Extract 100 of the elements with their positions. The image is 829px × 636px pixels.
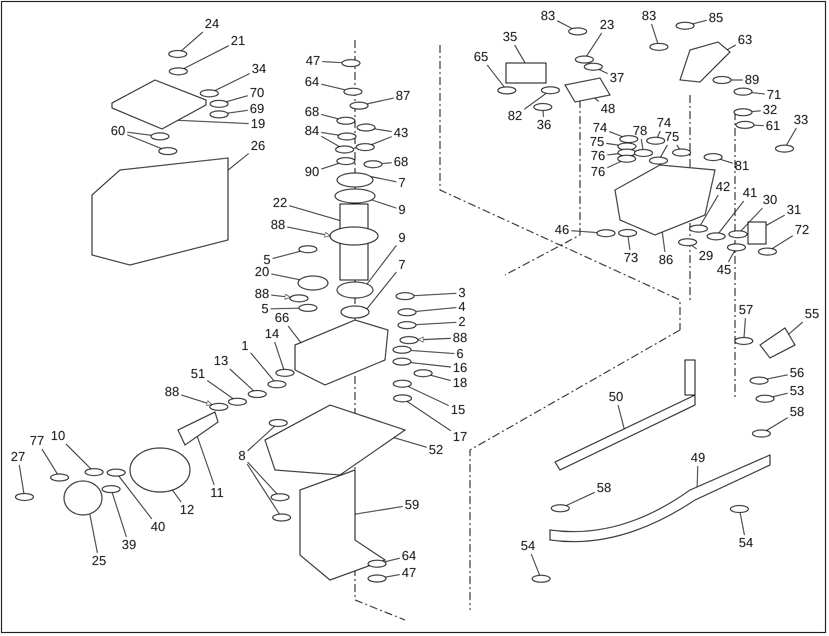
callout-number: 4 bbox=[458, 300, 466, 314]
callout-number: 43 bbox=[394, 126, 408, 140]
leader-line bbox=[247, 426, 276, 452]
leader-line bbox=[530, 554, 540, 576]
callout-number: 53 bbox=[790, 384, 804, 398]
callout-number: 12 bbox=[180, 503, 194, 517]
callout-number: 6 bbox=[456, 347, 464, 361]
leader-line bbox=[288, 326, 302, 344]
callout-number: 13 bbox=[214, 354, 228, 368]
callout-number: 8 bbox=[238, 449, 246, 463]
leader-line bbox=[640, 138, 644, 150]
leader-line bbox=[514, 44, 526, 64]
machine-part bbox=[532, 574, 551, 583]
leader-line bbox=[430, 374, 452, 381]
leader-line bbox=[180, 32, 204, 52]
leader-line bbox=[766, 417, 788, 432]
callout-number: 52 bbox=[428, 443, 444, 457]
machine-part bbox=[289, 294, 308, 302]
callout-number: 75 bbox=[590, 135, 604, 149]
leader-line bbox=[41, 448, 58, 475]
leader-line bbox=[177, 120, 250, 124]
machine-part bbox=[672, 148, 692, 157]
machine-part bbox=[756, 394, 775, 403]
leader-line bbox=[320, 136, 340, 148]
machine-part bbox=[497, 86, 516, 94]
leader-line bbox=[570, 230, 598, 234]
leader-line bbox=[320, 84, 346, 90]
leader-line bbox=[651, 24, 658, 44]
callout-number: 3 bbox=[458, 286, 466, 300]
callout-number: 15 bbox=[450, 403, 466, 417]
leader-line bbox=[112, 492, 127, 538]
machine-part bbox=[130, 448, 190, 492]
machine-part bbox=[210, 100, 229, 108]
machine-part bbox=[398, 308, 417, 316]
machine-part bbox=[649, 42, 668, 51]
leader-line bbox=[413, 292, 457, 296]
callout-number: 69 bbox=[250, 102, 264, 116]
callout-number: 37 bbox=[610, 71, 624, 85]
leader-line bbox=[320, 162, 340, 170]
callout-number: 29 bbox=[698, 249, 714, 263]
leader-line bbox=[270, 273, 301, 280]
leader-line bbox=[700, 194, 719, 226]
callout-number: 31 bbox=[786, 203, 802, 217]
callout-number: 48 bbox=[600, 102, 616, 116]
machine-part bbox=[177, 411, 219, 446]
leader-line bbox=[618, 404, 625, 430]
callout-number: 47 bbox=[402, 566, 416, 580]
machine-part bbox=[392, 346, 412, 354]
callout-number: 68 bbox=[394, 155, 408, 169]
callout-number: 26 bbox=[250, 139, 266, 153]
machine-part bbox=[298, 304, 318, 312]
machine-part bbox=[268, 418, 288, 427]
leader-line bbox=[726, 44, 736, 50]
callout-number: 83 bbox=[540, 9, 556, 23]
leader-line bbox=[183, 45, 230, 70]
callout-number: 87 bbox=[396, 89, 410, 103]
leader-line bbox=[370, 136, 392, 146]
machine-part bbox=[336, 157, 356, 166]
machine-part bbox=[330, 226, 378, 246]
machine-part bbox=[712, 76, 732, 84]
leader-line bbox=[366, 98, 394, 104]
machine-part bbox=[649, 156, 668, 165]
callout-number: 11 bbox=[210, 486, 224, 500]
callout-number: 60 bbox=[110, 124, 126, 138]
callout-number: 76 bbox=[590, 149, 606, 163]
callout-number: 17 bbox=[452, 430, 468, 444]
callout-number: 65 bbox=[474, 50, 488, 64]
callout-number: 2 bbox=[458, 315, 466, 329]
callout-number: 70 bbox=[250, 86, 264, 100]
callout-number: 40 bbox=[150, 520, 166, 534]
callout-number: 88 bbox=[254, 287, 270, 301]
callout-number: 56 bbox=[790, 366, 804, 380]
leader-line bbox=[288, 205, 341, 222]
callout-number: 64 bbox=[402, 549, 416, 563]
callout-number: 63 bbox=[738, 33, 752, 47]
leader-line bbox=[410, 362, 452, 368]
leader-line bbox=[740, 512, 745, 536]
callout-number: 50 bbox=[608, 390, 624, 404]
machine-part bbox=[734, 108, 752, 116]
leader-line bbox=[126, 134, 162, 150]
callout-number: 88 bbox=[270, 218, 286, 232]
callout-number: 74 bbox=[592, 121, 608, 135]
leader-line bbox=[366, 272, 397, 310]
machine-part bbox=[400, 336, 418, 344]
callout-number: 71 bbox=[766, 88, 782, 102]
machine-part bbox=[248, 390, 267, 398]
callout-number: 33 bbox=[794, 113, 808, 127]
leader-line bbox=[656, 130, 661, 138]
machine-part bbox=[392, 380, 412, 388]
machine-part bbox=[704, 153, 723, 162]
leader-line bbox=[696, 466, 698, 488]
machine-part bbox=[64, 480, 102, 516]
callout-number: 57 bbox=[738, 303, 754, 317]
machine-part bbox=[168, 50, 188, 58]
machine-part bbox=[730, 505, 749, 514]
machine-part bbox=[618, 229, 638, 238]
callout-number: 27 bbox=[10, 450, 26, 464]
leader-line bbox=[728, 250, 736, 262]
leader-line bbox=[415, 322, 457, 326]
callout-number: 18 bbox=[452, 376, 468, 390]
